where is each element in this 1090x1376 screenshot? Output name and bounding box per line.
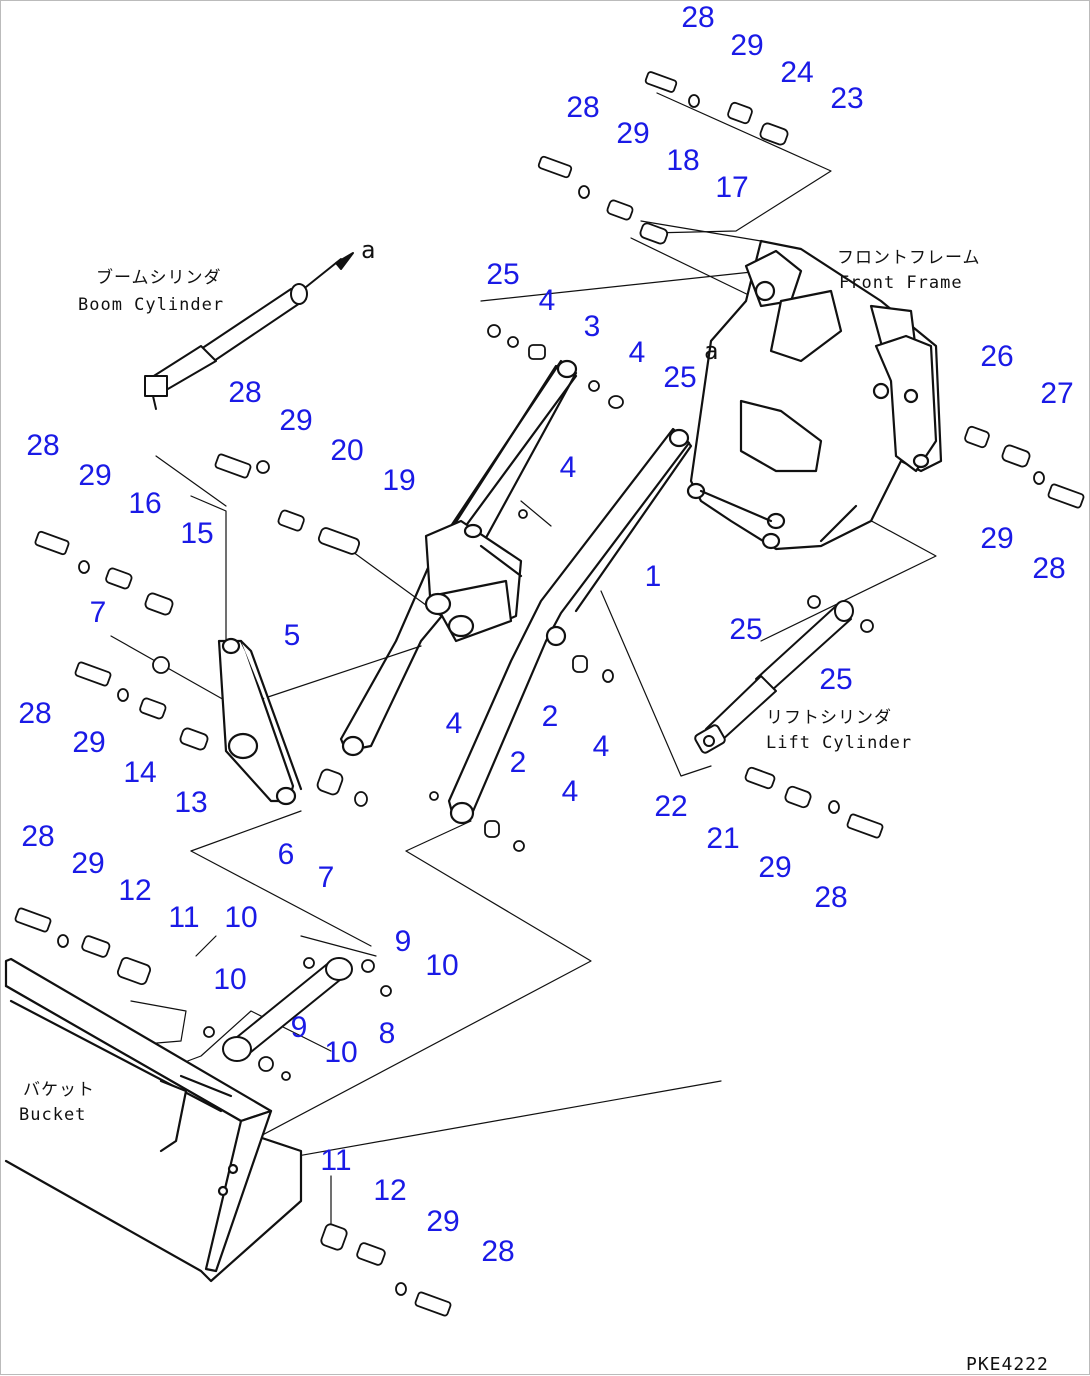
callout-6: 6: [277, 838, 295, 871]
reference-mark-a-top: a: [361, 236, 376, 264]
lift-cylinder-label-jp: リフトシリンダ: [766, 708, 892, 728]
bucket-label-en: Bucket: [19, 1105, 87, 1125]
hardware-parts: [14, 71, 1085, 1317]
callout-4: 4: [561, 775, 579, 808]
callout-28: 28: [1032, 552, 1066, 585]
callout-10: 10: [324, 1036, 358, 1069]
callout-10: 10: [425, 949, 459, 982]
callout-8: 8: [378, 1017, 396, 1050]
callout-1: 1: [644, 560, 662, 593]
callout-29: 29: [980, 522, 1014, 555]
callout-25: 25: [663, 361, 697, 394]
callout-12: 12: [118, 874, 152, 907]
drawing-code: PKE4222: [966, 1354, 1049, 1375]
callout-2: 2: [541, 700, 559, 733]
callout-26: 26: [980, 340, 1014, 373]
callout-5: 5: [283, 619, 301, 652]
callout-7: 7: [89, 596, 107, 629]
callout-4: 4: [628, 336, 646, 369]
callout-4: 4: [538, 284, 556, 317]
boom-cylinder-label-jp: ブームシリンダ: [96, 268, 222, 288]
lift-cylinder-label-en: Lift Cylinder: [766, 733, 913, 753]
callout-25: 25: [819, 663, 853, 696]
callout-20: 20: [330, 434, 364, 467]
callout-11: 11: [320, 1144, 352, 1177]
callout-22: 22: [654, 790, 688, 823]
callout-29: 29: [72, 726, 106, 759]
front-frame: [686, 239, 943, 551]
callout-24: 24: [780, 56, 814, 89]
callout-14: 14: [123, 756, 157, 789]
callout-28: 28: [481, 1235, 515, 1268]
front-frame-label-jp: フロントフレーム: [837, 248, 981, 268]
bucket-label-jp: バケット: [23, 1080, 95, 1100]
callout-18: 18: [666, 144, 700, 177]
bucket: [4, 957, 303, 1283]
bucket-link: [222, 957, 353, 1062]
callout-7: 7: [317, 861, 335, 894]
callout-4: 4: [559, 451, 577, 484]
callout-29: 29: [78, 459, 112, 492]
boom-cylinder: [144, 252, 354, 410]
callout-29: 29: [616, 117, 650, 150]
callout-4: 4: [592, 730, 610, 763]
callout-15: 15: [180, 517, 214, 550]
callout-16: 16: [128, 487, 162, 520]
callout-12: 12: [373, 1174, 407, 1207]
reference-mark-a-frame: a: [704, 337, 719, 365]
callout-28: 28: [814, 881, 848, 914]
bellcrank: [217, 637, 303, 806]
callout-2: 2: [509, 746, 527, 779]
callout-29: 29: [758, 851, 792, 884]
callout-19: 19: [382, 464, 416, 497]
callout-11: 11: [168, 901, 200, 934]
callout-25: 25: [486, 258, 520, 291]
callout-17: 17: [715, 171, 749, 204]
callout-3: 3: [583, 310, 601, 343]
callout-28: 28: [18, 697, 52, 730]
callout-21: 21: [706, 822, 740, 855]
callout-27: 27: [1040, 377, 1074, 410]
callout-28: 28: [26, 429, 60, 462]
callout-28: 28: [566, 91, 600, 124]
callout-28: 28: [681, 1, 715, 34]
callout-23: 23: [830, 82, 864, 115]
boom-arms: [339, 359, 693, 825]
front-frame-label-en: Front Frame: [839, 273, 963, 293]
callout-28: 28: [21, 820, 55, 853]
callout-10: 10: [224, 901, 258, 934]
callout-25: 25: [729, 613, 763, 646]
callout-9: 9: [394, 925, 412, 958]
callout-29: 29: [71, 847, 105, 880]
callout-28: 28: [228, 376, 262, 409]
callout-4: 4: [445, 707, 463, 740]
callout-13: 13: [174, 786, 208, 819]
lift-cylinder: [694, 600, 854, 754]
boom-cylinder-label-en: Boom Cylinder: [78, 295, 225, 315]
callout-29: 29: [730, 29, 764, 62]
callout-10: 10: [213, 963, 247, 996]
callout-29: 29: [279, 404, 313, 437]
callout-29: 29: [426, 1205, 460, 1238]
callout-9: 9: [290, 1011, 308, 1044]
